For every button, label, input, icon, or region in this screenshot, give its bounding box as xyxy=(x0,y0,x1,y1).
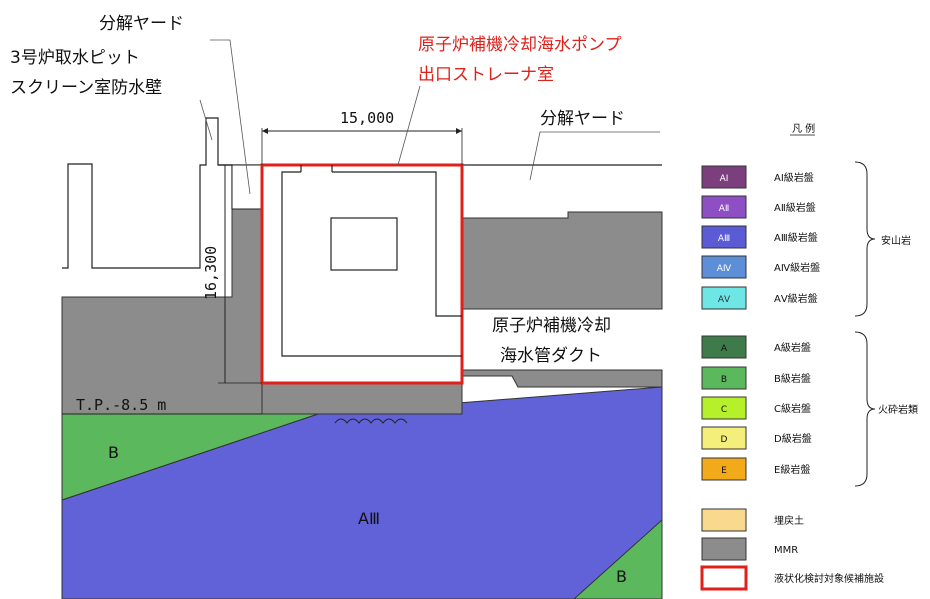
label-zone-B-left: B xyxy=(108,443,119,462)
legend-swatch-label: AⅢ xyxy=(718,234,730,244)
inner-chamber xyxy=(281,171,462,357)
legend-swatch-label: E xyxy=(721,466,727,476)
mmr-bottom-slab xyxy=(261,382,463,415)
legend-item-label: D級岩盤 xyxy=(774,432,812,445)
legend-swatch-label: AⅠ xyxy=(720,174,729,184)
brace-pyroclastic xyxy=(854,331,876,487)
legend-swatch xyxy=(701,286,747,310)
legend-swatch-label: AⅤ xyxy=(718,295,731,305)
legend-item-label: AⅢ級岩盤 xyxy=(774,231,818,244)
legend-item-label: 液状化検討対象候補施設 xyxy=(774,572,884,585)
inner-opening xyxy=(330,217,398,271)
dim-arrow-right xyxy=(456,128,462,134)
leader-bunkai-top xyxy=(210,39,251,195)
leader-pit xyxy=(199,99,213,141)
mmr-right-upper xyxy=(461,211,663,310)
pit-wall-left xyxy=(62,117,233,269)
legend-swatch xyxy=(701,426,747,450)
target-facility-outline xyxy=(260,163,464,385)
legend-swatch-label: D xyxy=(721,435,728,445)
legend-swatch xyxy=(701,165,747,189)
legend-swatch xyxy=(701,457,747,481)
legend-item-label: C級岩盤 xyxy=(774,402,811,415)
label-dim-width: 15,000 xyxy=(340,109,394,127)
legend-item-label: E級岩盤 xyxy=(774,463,810,476)
legend-item-label: AⅡ級岩盤 xyxy=(774,201,816,214)
legend-item-label: AⅤ級岩盤 xyxy=(774,292,818,305)
dim-arrow-left xyxy=(262,128,268,134)
legend-swatch-label: A xyxy=(721,344,728,354)
label-duct-line2: 海水管ダクト xyxy=(500,346,602,366)
legend-item-label: AⅣ級岩盤 xyxy=(774,261,820,274)
label-pit-line2: スクリーン室防水壁 xyxy=(10,78,162,98)
legend-swatch xyxy=(701,366,747,390)
legend-item-label: MMR xyxy=(774,545,798,556)
label-target-line1: 原子炉補機冷却海水ポンプ xyxy=(418,35,622,55)
legend-group-andesite: 安山岩 xyxy=(881,234,911,247)
brace-andesite xyxy=(854,161,876,317)
label-bunkai-yard-right: 分解ヤード xyxy=(540,109,625,129)
legend-item-label: B級岩盤 xyxy=(774,372,811,385)
legend-group-pyroclastic: 火砕岩類 xyxy=(878,403,918,416)
label-zone-AIII: AⅢ xyxy=(358,509,380,528)
legend-items: AⅠ AⅠ級岩盤 AⅡ AⅡ級岩盤 AⅢ AⅢ級岩盤 AⅣ AⅣ級岩盤 AⅤ AⅤ級岩盤 A A級岩盤… xyxy=(700,165,884,591)
label-dim-height: 16,300 xyxy=(202,246,220,300)
legend-swatch-label: AⅡ xyxy=(719,204,730,214)
rock-zone-AIII xyxy=(61,386,663,599)
leader-target xyxy=(397,85,421,166)
label-pit-line1: 3号炉取水ピット xyxy=(10,48,140,68)
pile-marks xyxy=(334,418,408,424)
legend-swatch xyxy=(701,255,747,279)
legend-swatch xyxy=(700,565,748,591)
leader-bunkai-right xyxy=(529,131,660,181)
label-zone-B-right: B xyxy=(616,567,627,586)
inner-chamber-right xyxy=(332,171,462,317)
legend-item-label: AⅠ級岩盤 xyxy=(774,171,814,184)
legend-swatch xyxy=(701,195,747,219)
label-tp-level: T.P.-8.5 m xyxy=(76,396,166,414)
rock-zone-B-right xyxy=(573,518,663,599)
legend-swatch-label: AⅣ xyxy=(717,264,732,274)
label-duct-line1: 原子炉補機冷却 xyxy=(492,316,611,336)
legend-title: 凡 例 xyxy=(792,122,815,135)
label-bunkai-yard-top: 分解ヤード xyxy=(99,14,184,34)
legend-swatch xyxy=(701,508,747,532)
mmr-right-lower-band xyxy=(461,369,663,388)
legend-swatch-label: B xyxy=(721,375,727,385)
legend-swatch-label: C xyxy=(721,405,727,415)
legend-swatch xyxy=(701,225,747,249)
legend-swatch xyxy=(701,537,747,561)
label-target-line2: 出口ストレーナ室 xyxy=(418,65,554,85)
duct-area xyxy=(463,310,662,369)
legend-item-label: A級岩盤 xyxy=(774,341,811,354)
legend-swatch xyxy=(701,335,747,359)
legend-swatch xyxy=(701,396,747,420)
legend-item-label: 埋戻土 xyxy=(774,514,804,527)
